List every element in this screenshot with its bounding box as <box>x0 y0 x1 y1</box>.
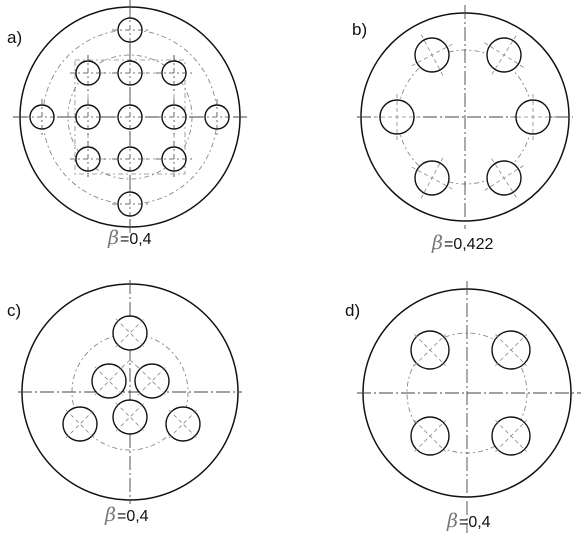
panel-b-label: b) <box>352 20 368 39</box>
panel-d-label: d) <box>345 301 361 320</box>
beta-value: =0,4 <box>458 514 491 531</box>
panel-d-beta-caption: β=0,4 <box>447 512 491 531</box>
beta-value: =0,422 <box>443 236 494 253</box>
beta-value: =0,4 <box>119 231 152 248</box>
beta-symbol: β <box>105 504 116 526</box>
beta-symbol: β <box>447 510 458 532</box>
pitch-circle <box>71 333 189 451</box>
panel-a-label: a) <box>7 28 23 47</box>
hole-centerline <box>411 43 453 67</box>
hole-centerline <box>495 334 527 366</box>
panel-a-beta-caption: β=0,4 <box>108 229 152 248</box>
panel-c-beta-caption: β=0,4 <box>105 506 149 525</box>
beta-symbol: β <box>432 232 443 254</box>
hole-centerline <box>484 42 524 68</box>
hole-centerline <box>414 334 446 366</box>
hole-centerline <box>411 166 453 190</box>
beta-symbol: β <box>108 227 119 249</box>
hole-centerline <box>484 165 524 191</box>
panel-b-beta-caption: β=0,422 <box>432 234 493 253</box>
panel-c-label: c) <box>7 301 22 320</box>
hole-centerline <box>495 420 527 452</box>
beta-value: =0,4 <box>116 508 149 525</box>
hole-centerline <box>414 420 446 452</box>
